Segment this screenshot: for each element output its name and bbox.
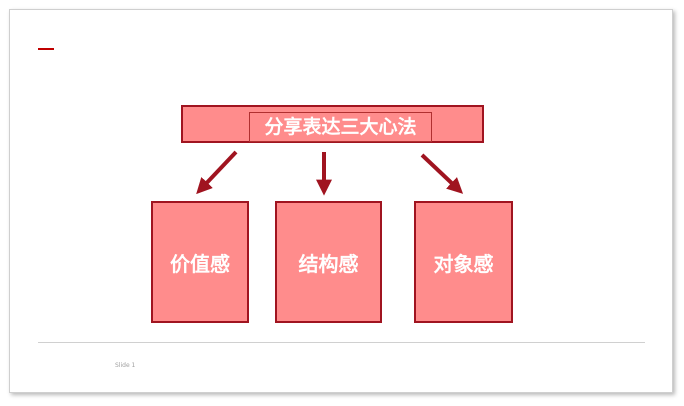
arrow-right (420, 153, 464, 194)
child-box-audience[interactable]: 对象感 (414, 201, 513, 323)
root-box[interactable] (181, 105, 484, 143)
slide-number: Slide 1 (115, 362, 136, 369)
child-box-structure[interactable]: 结构感 (275, 201, 382, 323)
child-box-value[interactable]: 价值感 (151, 201, 249, 323)
footer-divider (38, 342, 645, 343)
accent-mark (38, 48, 54, 50)
arrow-left (196, 150, 238, 195)
root-title[interactable]: 分享表达三大心法 (249, 112, 432, 142)
slide[interactable]: 分享表达三大心法 价值感 结构感 对象感 Slide 1 (9, 9, 673, 393)
connector-arrows (196, 150, 464, 196)
